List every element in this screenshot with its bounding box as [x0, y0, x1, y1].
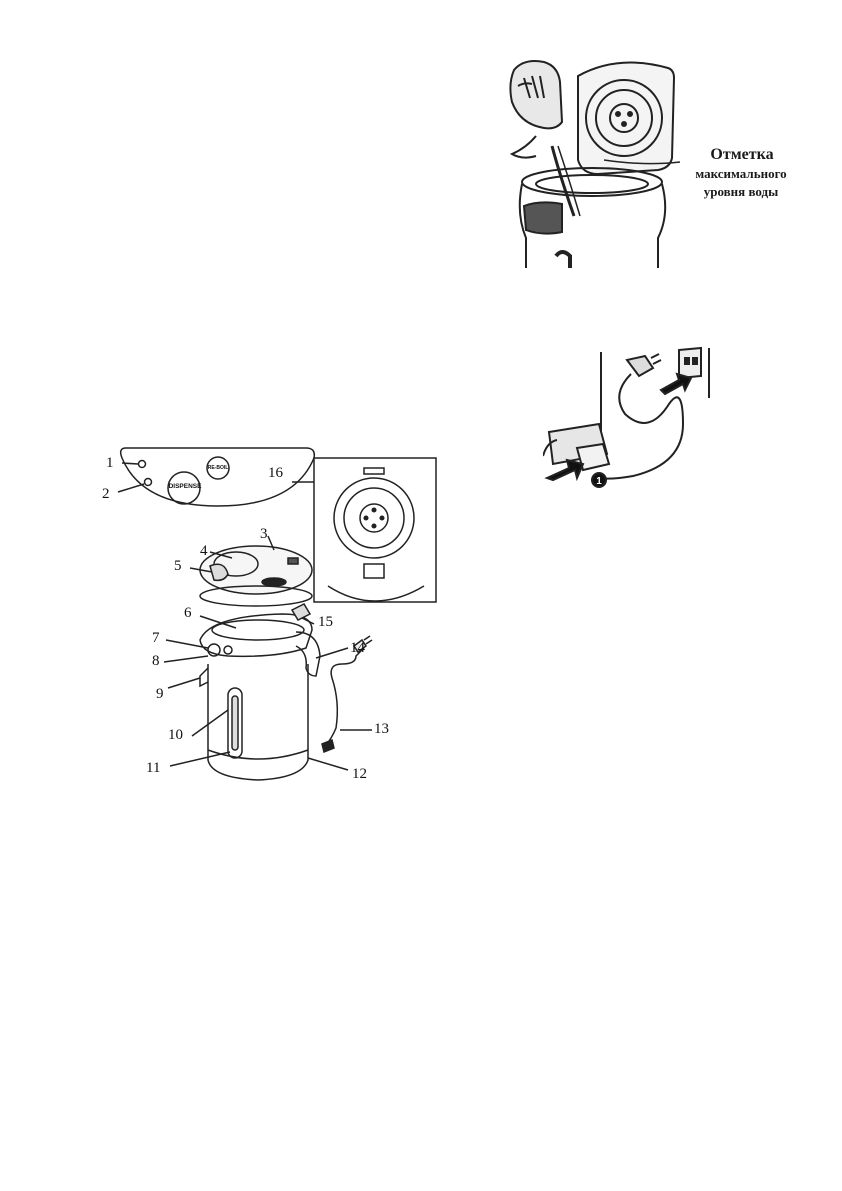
- control-panel: [119, 447, 316, 507]
- callout-6: 6: [184, 605, 192, 621]
- parts-illustration: [117, 447, 437, 781]
- dispense-button-label: DISPENSE: [168, 483, 202, 490]
- caption-line-3: уровня воды: [703, 184, 779, 199]
- callout-10: 10: [168, 727, 183, 743]
- plug-figure: 1: [542, 346, 715, 492]
- caption-line-1: Отметка: [710, 146, 774, 163]
- callout-7: 7: [152, 630, 160, 646]
- fill-illustration: [509, 60, 681, 268]
- callout-12: 12: [352, 766, 367, 782]
- callout-9: 9: [156, 686, 164, 702]
- plug-illustration: 1: [542, 346, 710, 488]
- callout-2: 2: [102, 486, 110, 502]
- callout-16: 16: [268, 465, 283, 481]
- callout-11: 11: [146, 760, 161, 776]
- callout-1: 1: [106, 455, 114, 471]
- callout-13: 13: [374, 721, 389, 737]
- step-marker: 1: [596, 476, 602, 487]
- reboil-button-label: RE-BOIL: [207, 465, 229, 471]
- callout-15: 15: [318, 614, 333, 630]
- callout-3: 3: [260, 526, 268, 542]
- callout-8: 8: [152, 653, 160, 669]
- fill-figure: Отметка максимального уровня воды: [496, 56, 816, 268]
- parts-figure: DISPENSE RE-BOIL 1 2 3 4 5 6 7 8 9 10 11…: [96, 440, 446, 790]
- callout-4: 4: [200, 543, 208, 559]
- callout-14: 14: [350, 640, 365, 656]
- caption-line-2: максимального: [695, 166, 787, 181]
- callout-5: 5: [174, 558, 182, 574]
